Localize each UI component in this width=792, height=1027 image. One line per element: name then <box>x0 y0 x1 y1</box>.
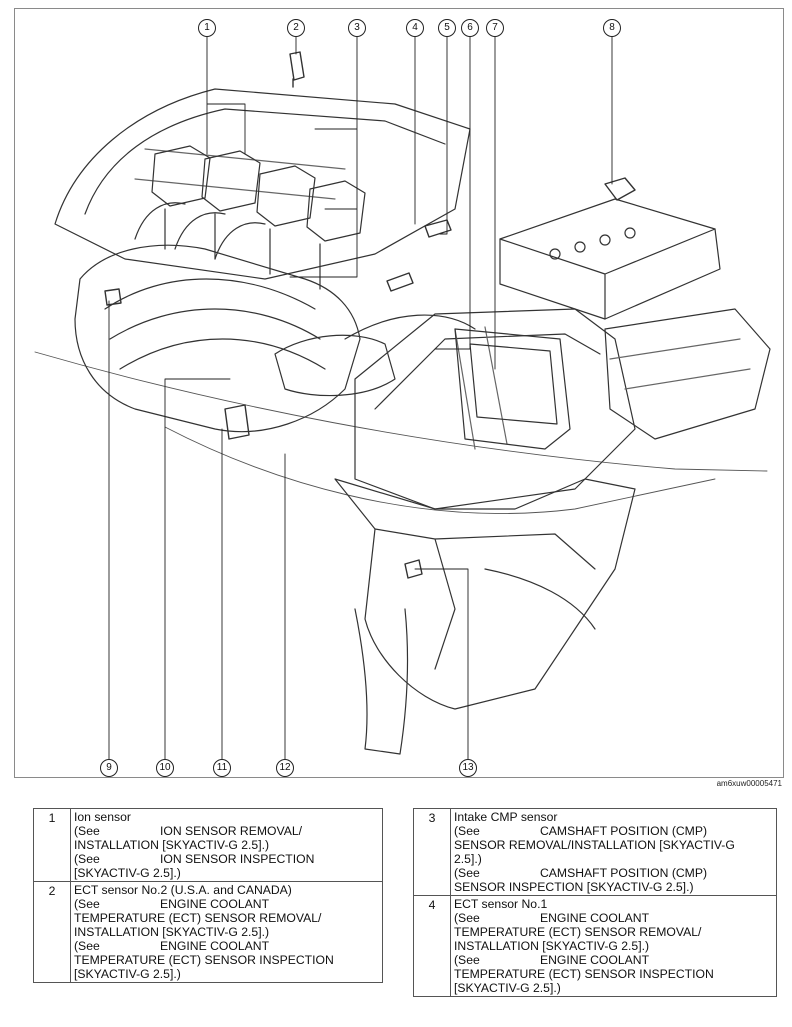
ref-link-ect2-removal[interactable]: ENGINE COOLANT <box>160 897 270 911</box>
see-label: (See <box>454 866 480 880</box>
callout-3: 3 <box>348 19 366 37</box>
legend-row: 2 ECT sensor No.2 (U.S.A. and CANADA) (S… <box>33 881 383 983</box>
ref-link-ect1-removal-cont[interactable]: TEMPERATURE (ECT) SENSOR REMOVAL/ <box>454 925 702 939</box>
legend-item-name: ECT sensor No.2 (U.S.A. and CANADA) <box>74 883 292 897</box>
callout-11: 11 <box>213 759 231 777</box>
callout-4: 4 <box>406 19 424 37</box>
ref-link-ect2-inspection-cont[interactable]: TEMPERATURE (ECT) SENSOR INSPECTION <box>74 953 334 967</box>
legend-number: 2 <box>33 881 71 983</box>
legend-description: ECT sensor No.2 (U.S.A. and CANADA) (See… <box>70 881 383 983</box>
ref-link-ect1-inspection[interactable]: ENGINE COOLANT <box>540 953 650 967</box>
ref-link-ect1-inspection-cont[interactable]: [SKYACTIV-G 2.5].) <box>454 981 561 995</box>
see-label: (See <box>454 953 480 967</box>
callout-7: 7 <box>486 19 504 37</box>
ref-link-ect1-removal-cont[interactable]: INSTALLATION [SKYACTIV-G 2.5].) <box>454 939 650 953</box>
ref-link-cmp-removal-cont[interactable]: SENSOR REMOVAL/INSTALLATION [SKYACTIV-G <box>454 838 735 852</box>
see-label: (See <box>74 897 100 911</box>
ref-link-ion-removal-cont[interactable]: INSTALLATION [SKYACTIV-G 2.5].) <box>74 838 270 852</box>
ref-link-cmp-inspection[interactable]: CAMSHAFT POSITION (CMP) <box>540 866 708 880</box>
see-label: (See <box>74 852 100 866</box>
see-label: (See <box>454 911 480 925</box>
see-label: (See <box>454 824 480 838</box>
callout-6: 6 <box>461 19 479 37</box>
legend-table-left: 1 Ion sensor (See ION SENSOR REMOVAL/ INS… <box>33 808 383 983</box>
callout-5: 5 <box>438 19 456 37</box>
figure-image-id: am6xuw00005471 <box>716 779 782 788</box>
ref-link-ect2-inspection[interactable]: ENGINE COOLANT <box>160 939 270 953</box>
legend-item-name: Intake CMP sensor <box>454 810 558 824</box>
callout-2: 2 <box>287 19 305 37</box>
ref-link-cmp-removal-cont[interactable]: 2.5].) <box>454 852 482 866</box>
callout-13: 13 <box>459 759 477 777</box>
legend-description: Ion sensor (See ION SENSOR REMOVAL/ INSTA… <box>70 808 383 882</box>
see-label: (See <box>74 824 100 838</box>
ref-link-ect1-inspection-cont[interactable]: TEMPERATURE (ECT) SENSOR INSPECTION <box>454 967 714 981</box>
engine-illustration <box>34 34 771 760</box>
ref-link-ion-inspection-cont[interactable]: [SKYACTIV-G 2.5].) <box>74 866 181 880</box>
callout-1: 1 <box>198 19 216 37</box>
legend-number: 4 <box>413 895 451 997</box>
ref-link-ion-inspection[interactable]: ION SENSOR INSPECTION <box>160 852 315 866</box>
see-label: (See <box>74 939 100 953</box>
ref-link-ect2-inspection-cont[interactable]: [SKYACTIV-G 2.5].) <box>74 967 181 981</box>
ref-link-ect2-removal-cont[interactable]: INSTALLATION [SKYACTIV-G 2.5].) <box>74 925 270 939</box>
ref-link-ect1-removal[interactable]: ENGINE COOLANT <box>540 911 650 925</box>
engine-sensor-diagram: 1 2 3 4 5 6 7 8 9 10 11 12 13 <box>14 8 784 778</box>
legend-row: 1 Ion sensor (See ION SENSOR REMOVAL/ INS… <box>33 808 383 882</box>
ref-link-cmp-inspection-cont[interactable]: SENSOR INSPECTION [SKYACTIV-G 2.5].) <box>454 880 694 894</box>
legend-item-name: Ion sensor <box>74 810 131 824</box>
callout-12: 12 <box>276 759 294 777</box>
ref-link-ect2-removal-cont[interactable]: TEMPERATURE (ECT) SENSOR REMOVAL/ <box>74 911 322 925</box>
ref-link-cmp-removal[interactable]: CAMSHAFT POSITION (CMP) <box>540 824 708 838</box>
legend-item-name: ECT sensor No.1 <box>454 897 548 911</box>
ref-link-ion-removal[interactable]: ION SENSOR REMOVAL/ <box>160 824 302 838</box>
legend-number: 1 <box>33 808 71 882</box>
callout-10: 10 <box>156 759 174 777</box>
callout-9: 9 <box>100 759 118 777</box>
legend-number: 3 <box>413 808 451 896</box>
callout-8: 8 <box>603 19 621 37</box>
